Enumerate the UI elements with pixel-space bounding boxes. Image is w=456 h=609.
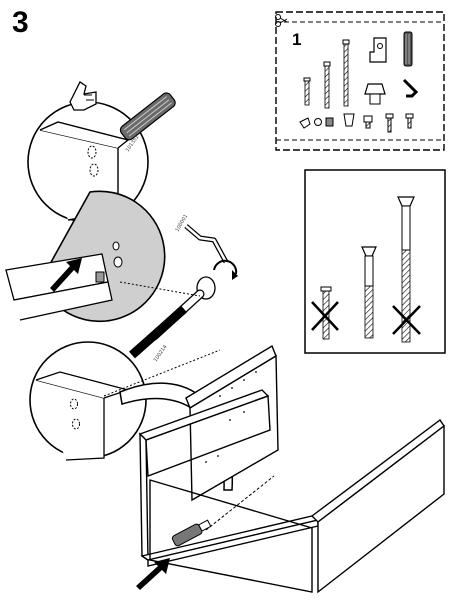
arrow-icon — [50, 258, 82, 292]
correct-cam-bolt — [361, 246, 377, 339]
hand-icon — [69, 81, 97, 111]
cabinet-holes — [205, 371, 257, 463]
screw-short — [303, 77, 311, 106]
allen-key-tool: 100001 — [175, 213, 238, 280]
hardware-bag — [275, 11, 445, 151]
step-number: 3 — [12, 6, 29, 39]
screw-comparison-panel — [304, 169, 446, 354]
wrong-screw-long — [397, 196, 415, 343]
cam-bolt-medium — [323, 61, 331, 109]
cross-icon — [392, 305, 421, 335]
detail-panel-edge — [29, 341, 221, 461]
scissors-icon — [275, 14, 288, 27]
small-parts-row — [299, 113, 414, 133]
bag-number: 1 — [292, 30, 302, 49]
cam-bolt-long — [342, 39, 350, 107]
cam-lock — [364, 83, 386, 105]
dowel — [403, 31, 413, 67]
dowel — [119, 92, 176, 141]
angle-bracket — [369, 37, 387, 63]
dowel — [171, 519, 212, 547]
cabinet-frame — [138, 344, 445, 594]
arrow-icon — [136, 558, 170, 590]
cam-bolt: 100214 — [129, 276, 216, 363]
cam-bolt-part-code: 100214 — [153, 344, 169, 363]
detail-cam-bolt — [5, 190, 166, 322]
allen-key — [402, 78, 419, 98]
cross-icon — [311, 301, 339, 331]
